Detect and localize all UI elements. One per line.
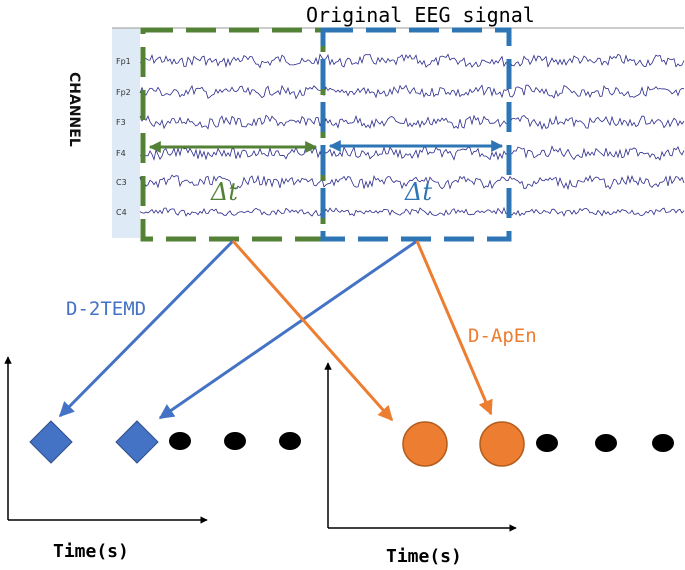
- dapen-arrow-window-1: [231, 240, 394, 422]
- eeg-trace-f3: [139, 114, 685, 131]
- d2temd-arrow-window-1: [58, 239, 235, 418]
- continuation-dot: [279, 432, 301, 450]
- d2temd-marker-1: [29, 420, 73, 464]
- d2temd-marker-2: [115, 420, 159, 464]
- left-plot: Time(s): [4, 356, 208, 562]
- continuation-dot: [224, 432, 246, 450]
- window-2-delta-t: Δt: [404, 178, 432, 206]
- eeg-trace-fp2: [139, 84, 685, 100]
- eeg-trace-f4: [139, 145, 685, 161]
- continuation-dot: [536, 434, 558, 452]
- channel-label: Fp1: [116, 57, 131, 66]
- channel-label: C4: [116, 208, 127, 217]
- eeg-traces: [139, 53, 685, 217]
- eeg-background: [112, 28, 684, 238]
- method-left-label: D-2TEMD: [66, 298, 146, 320]
- continuation-dot: [169, 432, 191, 450]
- left-plot-x-label: Time(s): [53, 541, 129, 562]
- window-1-delta-t: Δt: [210, 178, 238, 206]
- eeg-trace-c3: [139, 174, 685, 191]
- dapen-marker-2: [479, 421, 525, 467]
- window-2-frame: [320, 27, 512, 242]
- d2temd-arrow-window-2: [158, 239, 418, 420]
- right-plot-x-label: Time(s): [386, 546, 462, 567]
- channel-axis-label: CHANNEL: [66, 72, 82, 147]
- method-right-label: D-ApEn: [468, 325, 537, 347]
- continuation-dot: [595, 434, 617, 452]
- channel-label: F4: [116, 149, 126, 158]
- channel-label: C3: [116, 178, 127, 187]
- window-1-frame: [140, 27, 326, 242]
- eeg-trace-fp1: [139, 53, 685, 69]
- dapen-arrow-window-2: [415, 240, 493, 416]
- channel-label-band: [112, 28, 140, 238]
- right-plot: Time(s): [324, 362, 517, 567]
- eeg-trace-c4: [139, 206, 685, 217]
- channel-label: Fp2: [116, 88, 131, 97]
- eeg-title: Original EEG signal: [306, 3, 535, 27]
- dapen-marker-1: [402, 421, 448, 467]
- continuation-dot: [652, 434, 674, 452]
- channel-label: F3: [116, 118, 126, 127]
